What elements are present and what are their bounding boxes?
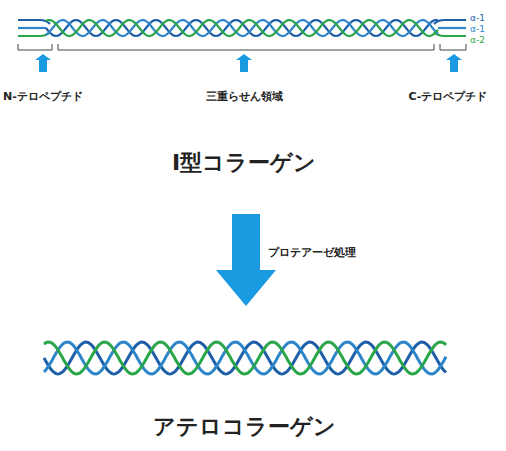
strand-label: α-2 xyxy=(470,35,485,46)
atelocollagen-helix xyxy=(44,342,446,374)
c-telopeptide-strands xyxy=(434,20,466,36)
helix-strand xyxy=(46,20,438,36)
region-label: C-テロペプチド xyxy=(409,90,488,103)
helix-strand xyxy=(44,342,446,374)
region-label: N-テロペプチド xyxy=(3,90,83,103)
pointer-arrows xyxy=(35,54,462,72)
process-label: プロテアーゼ処理 xyxy=(268,246,356,259)
strand-label: α-1 xyxy=(470,13,485,24)
helix-strand xyxy=(44,342,446,374)
triple-helix xyxy=(46,20,438,36)
n-telopeptide-strands xyxy=(18,20,50,36)
diagram-title: I型コラーゲン xyxy=(172,150,316,176)
process-arrow xyxy=(216,214,276,306)
helix-strand xyxy=(46,20,438,36)
diagram-title: アテロコラーゲン xyxy=(153,414,336,440)
helix-strand xyxy=(44,342,446,374)
strand-label: α-1 xyxy=(470,24,485,35)
region-label: 三重らせん領域 xyxy=(206,90,283,103)
region-brackets xyxy=(18,44,466,50)
helix-strand xyxy=(46,20,438,36)
